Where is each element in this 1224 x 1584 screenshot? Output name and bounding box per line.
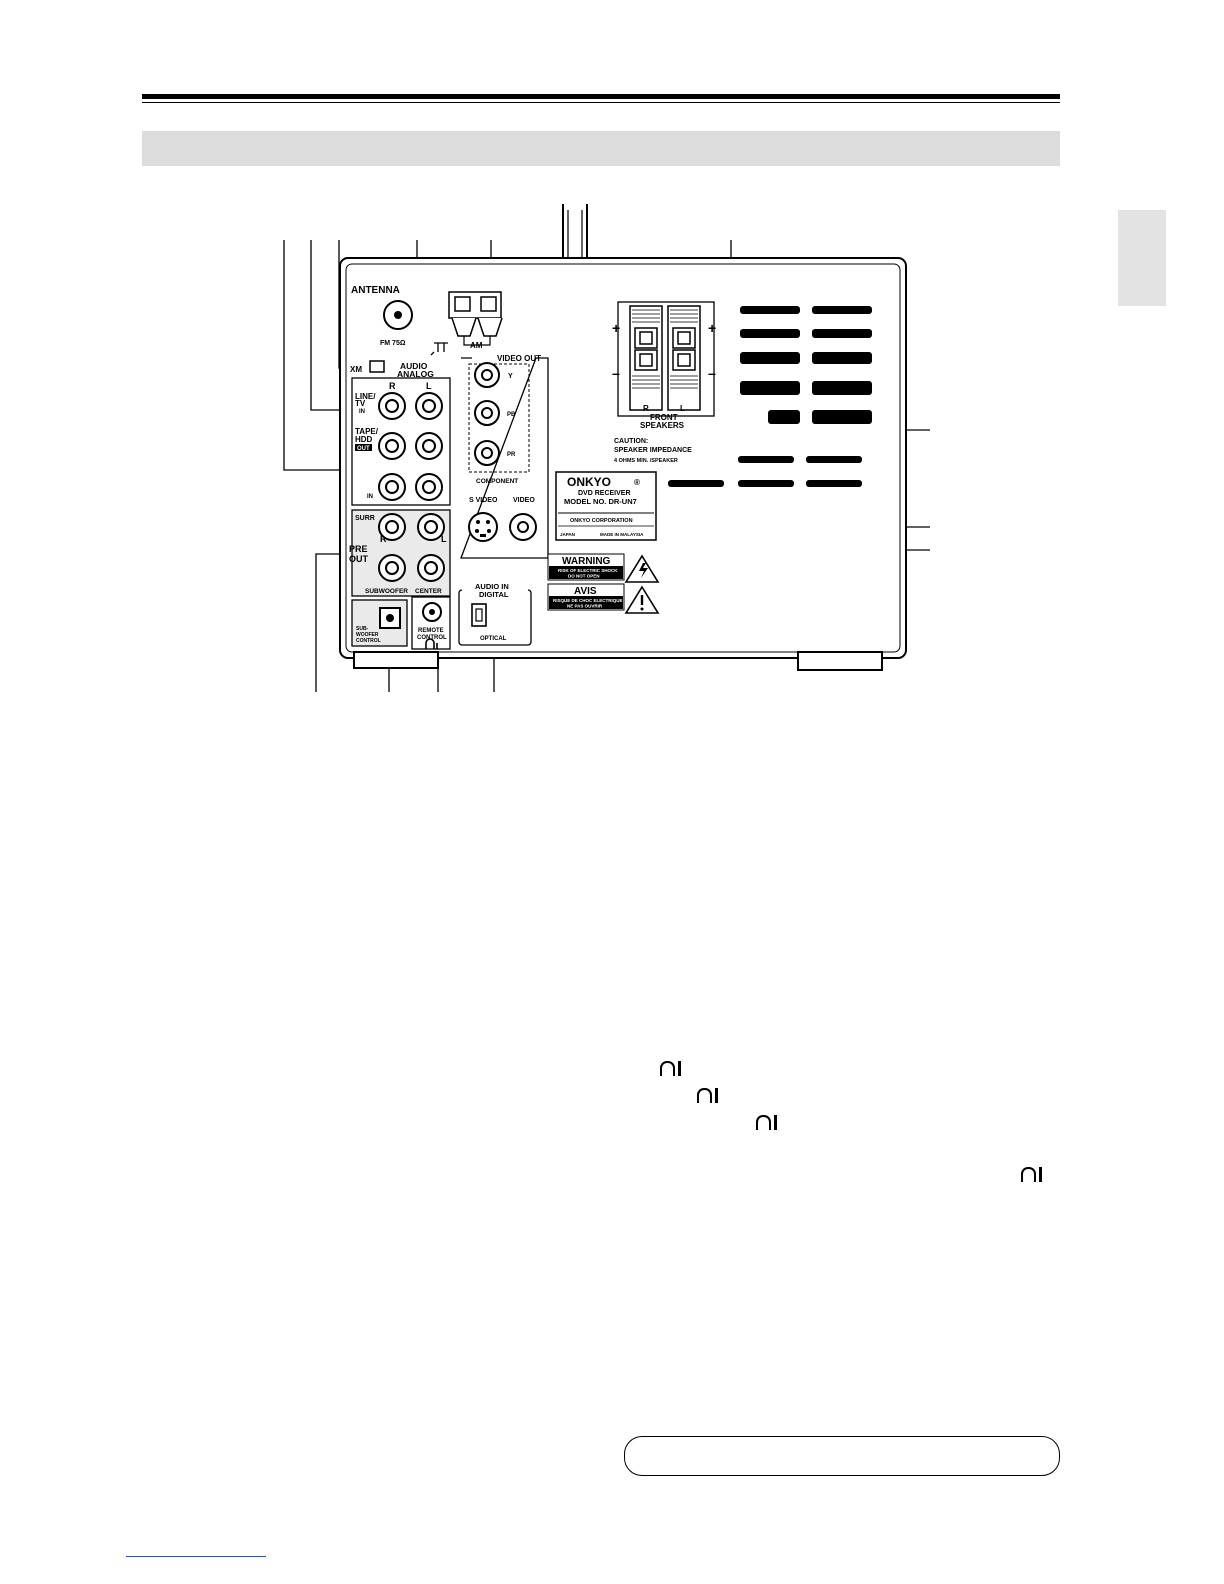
svg-text:SUBWOOFER: SUBWOOFER	[365, 588, 408, 595]
optical-digital-jack[interactable]	[471, 603, 487, 627]
svg-text:XM: XM	[350, 365, 362, 374]
svg-text:OPTICAL: OPTICAL	[480, 636, 507, 642]
footer-link-underline[interactable]	[126, 1556, 266, 1557]
svg-text:L: L	[680, 404, 685, 413]
svg-text:COMPONENT: COMPONENT	[476, 478, 518, 485]
svg-text:CONTROL: CONTROL	[356, 638, 381, 644]
svg-text:–: –	[612, 365, 620, 381]
svg-text:RISQUE DE CHOC ELECTRIQUE: RISQUE DE CHOC ELECTRIQUE	[553, 598, 623, 603]
video-out-section: VIDEO OUT Y PB PR COMPONENT S VIDEO VIDE…	[460, 354, 549, 559]
svg-text:FRONT: FRONT	[650, 413, 678, 422]
svg-text:CENTER: CENTER	[415, 588, 442, 595]
svg-text:TV: TV	[355, 399, 366, 408]
rear-panel-diagram: ANTENNA FM 75Ω AM XM AUDIO ANALOG R L LI…	[283, 203, 930, 692]
svg-text:S VIDEO: S VIDEO	[469, 497, 498, 504]
svg-text:NE PAS OUVRIR: NE PAS OUVRIR	[567, 604, 603, 609]
svg-text:AUDIO: AUDIO	[400, 361, 428, 371]
svg-text:VIDEO: VIDEO	[513, 497, 535, 504]
svg-text:TAPE/: TAPE/	[355, 427, 379, 436]
svg-text:L: L	[441, 534, 447, 544]
analog-audio-section: XM AUDIO ANALOG R L LINE/ TV IN TAPE/ HD…	[350, 360, 451, 506]
ri-logo-icon	[1021, 1164, 1042, 1186]
svg-text:DIGITAL: DIGITAL	[479, 590, 509, 599]
svg-text:MODEL NO. DR-UN7: MODEL NO. DR-UN7	[564, 497, 637, 506]
svg-text:4 OHMS MIN. /SPEAKER: 4 OHMS MIN. /SPEAKER	[614, 458, 678, 464]
svg-text:OUT: OUT	[357, 446, 370, 452]
svg-text:AM: AM	[470, 341, 483, 350]
svg-text:R: R	[380, 534, 387, 544]
svg-text:REMOTE: REMOTE	[418, 628, 444, 634]
page-reference-box	[624, 1436, 1060, 1476]
warning-labels: WARNING RISK OF ELECTRIC SHOCK DO NOT OP…	[547, 553, 660, 614]
svg-text:ONKYO CORPORATION: ONKYO CORPORATION	[570, 518, 633, 524]
front-speakers-section: + + – – R L FRONT SPEAKERS CAUTION: SPEA…	[612, 301, 716, 464]
rating-label: ONKYO ® DVD RECEIVER MODEL NO. DR-UN7 ON…	[555, 471, 657, 541]
svg-text:SPEAKER IMPEDANCE: SPEAKER IMPEDANCE	[614, 447, 692, 454]
svg-text:R: R	[643, 404, 649, 413]
svg-text:PR: PR	[507, 452, 516, 458]
svg-text:OUT: OUT	[349, 554, 369, 564]
ri-logo-icon	[660, 1058, 681, 1080]
svg-text:JAPAN: JAPAN	[560, 532, 575, 537]
svg-text:AVIS: AVIS	[574, 586, 597, 597]
ri-logo-icon	[756, 1112, 777, 1134]
svg-text:VIDEO OUT: VIDEO OUT	[497, 354, 541, 363]
xm-port[interactable]	[369, 360, 385, 373]
svg-text:HDD: HDD	[355, 435, 373, 444]
ri-logo-icon	[697, 1085, 718, 1107]
svg-text:DO NOT OPEN: DO NOT OPEN	[568, 574, 600, 579]
svg-text:®: ®	[634, 478, 640, 487]
svg-text:RISK OF ELECTRIC SHOCK: RISK OF ELECTRIC SHOCK	[558, 568, 618, 573]
svg-text:IN: IN	[367, 494, 373, 500]
svg-text:ANALOG: ANALOG	[397, 369, 434, 379]
header-rule-thin	[142, 102, 1060, 103]
svg-text:L: L	[426, 381, 432, 391]
svg-text:R: R	[389, 381, 396, 391]
svg-text:MADE IN MALAYSIA: MADE IN MALAYSIA	[600, 532, 644, 537]
svg-text:WOOFER: WOOFER	[356, 632, 379, 638]
svg-text:IN: IN	[359, 409, 365, 415]
svg-text:PB: PB	[507, 412, 516, 418]
svg-text:ANTENNA: ANTENNA	[351, 285, 400, 296]
svg-text:AUDIO IN: AUDIO IN	[475, 582, 509, 591]
svg-text:CAUTION:: CAUTION:	[614, 438, 648, 445]
svg-text:+: +	[708, 320, 716, 336]
pre-out-section: SURR R L PRE OUT SUBWOOFER CENTER SUB- W…	[349, 509, 451, 650]
header-rule-thick	[142, 94, 1060, 99]
svg-text:CONTROL: CONTROL	[417, 635, 447, 641]
svg-text:PRE: PRE	[349, 544, 368, 554]
digital-audio-in-section: AUDIO IN DIGITAL OPTICAL	[458, 582, 532, 646]
s-video-jack[interactable]	[468, 512, 498, 542]
svg-text:FM 75Ω: FM 75Ω	[380, 340, 406, 347]
svg-text:+: +	[612, 320, 620, 336]
section-title-bar	[142, 131, 1060, 166]
svg-text:SUB-: SUB-	[356, 626, 369, 632]
svg-text:–: –	[708, 365, 716, 381]
svg-text:LINE/: LINE/	[355, 392, 376, 401]
chapter-side-tab	[1118, 210, 1166, 306]
svg-text:Y: Y	[508, 373, 513, 380]
vent-slots	[668, 306, 872, 487]
svg-text:ONKYO: ONKYO	[567, 475, 611, 489]
svg-text:SURR: SURR	[355, 515, 375, 522]
antenna-section: ANTENNA FM 75Ω AM	[351, 285, 503, 356]
svg-text:DVD RECEIVER: DVD RECEIVER	[578, 490, 631, 497]
svg-text:SPEAKERS: SPEAKERS	[640, 421, 685, 430]
svg-text:WARNING: WARNING	[562, 556, 611, 567]
